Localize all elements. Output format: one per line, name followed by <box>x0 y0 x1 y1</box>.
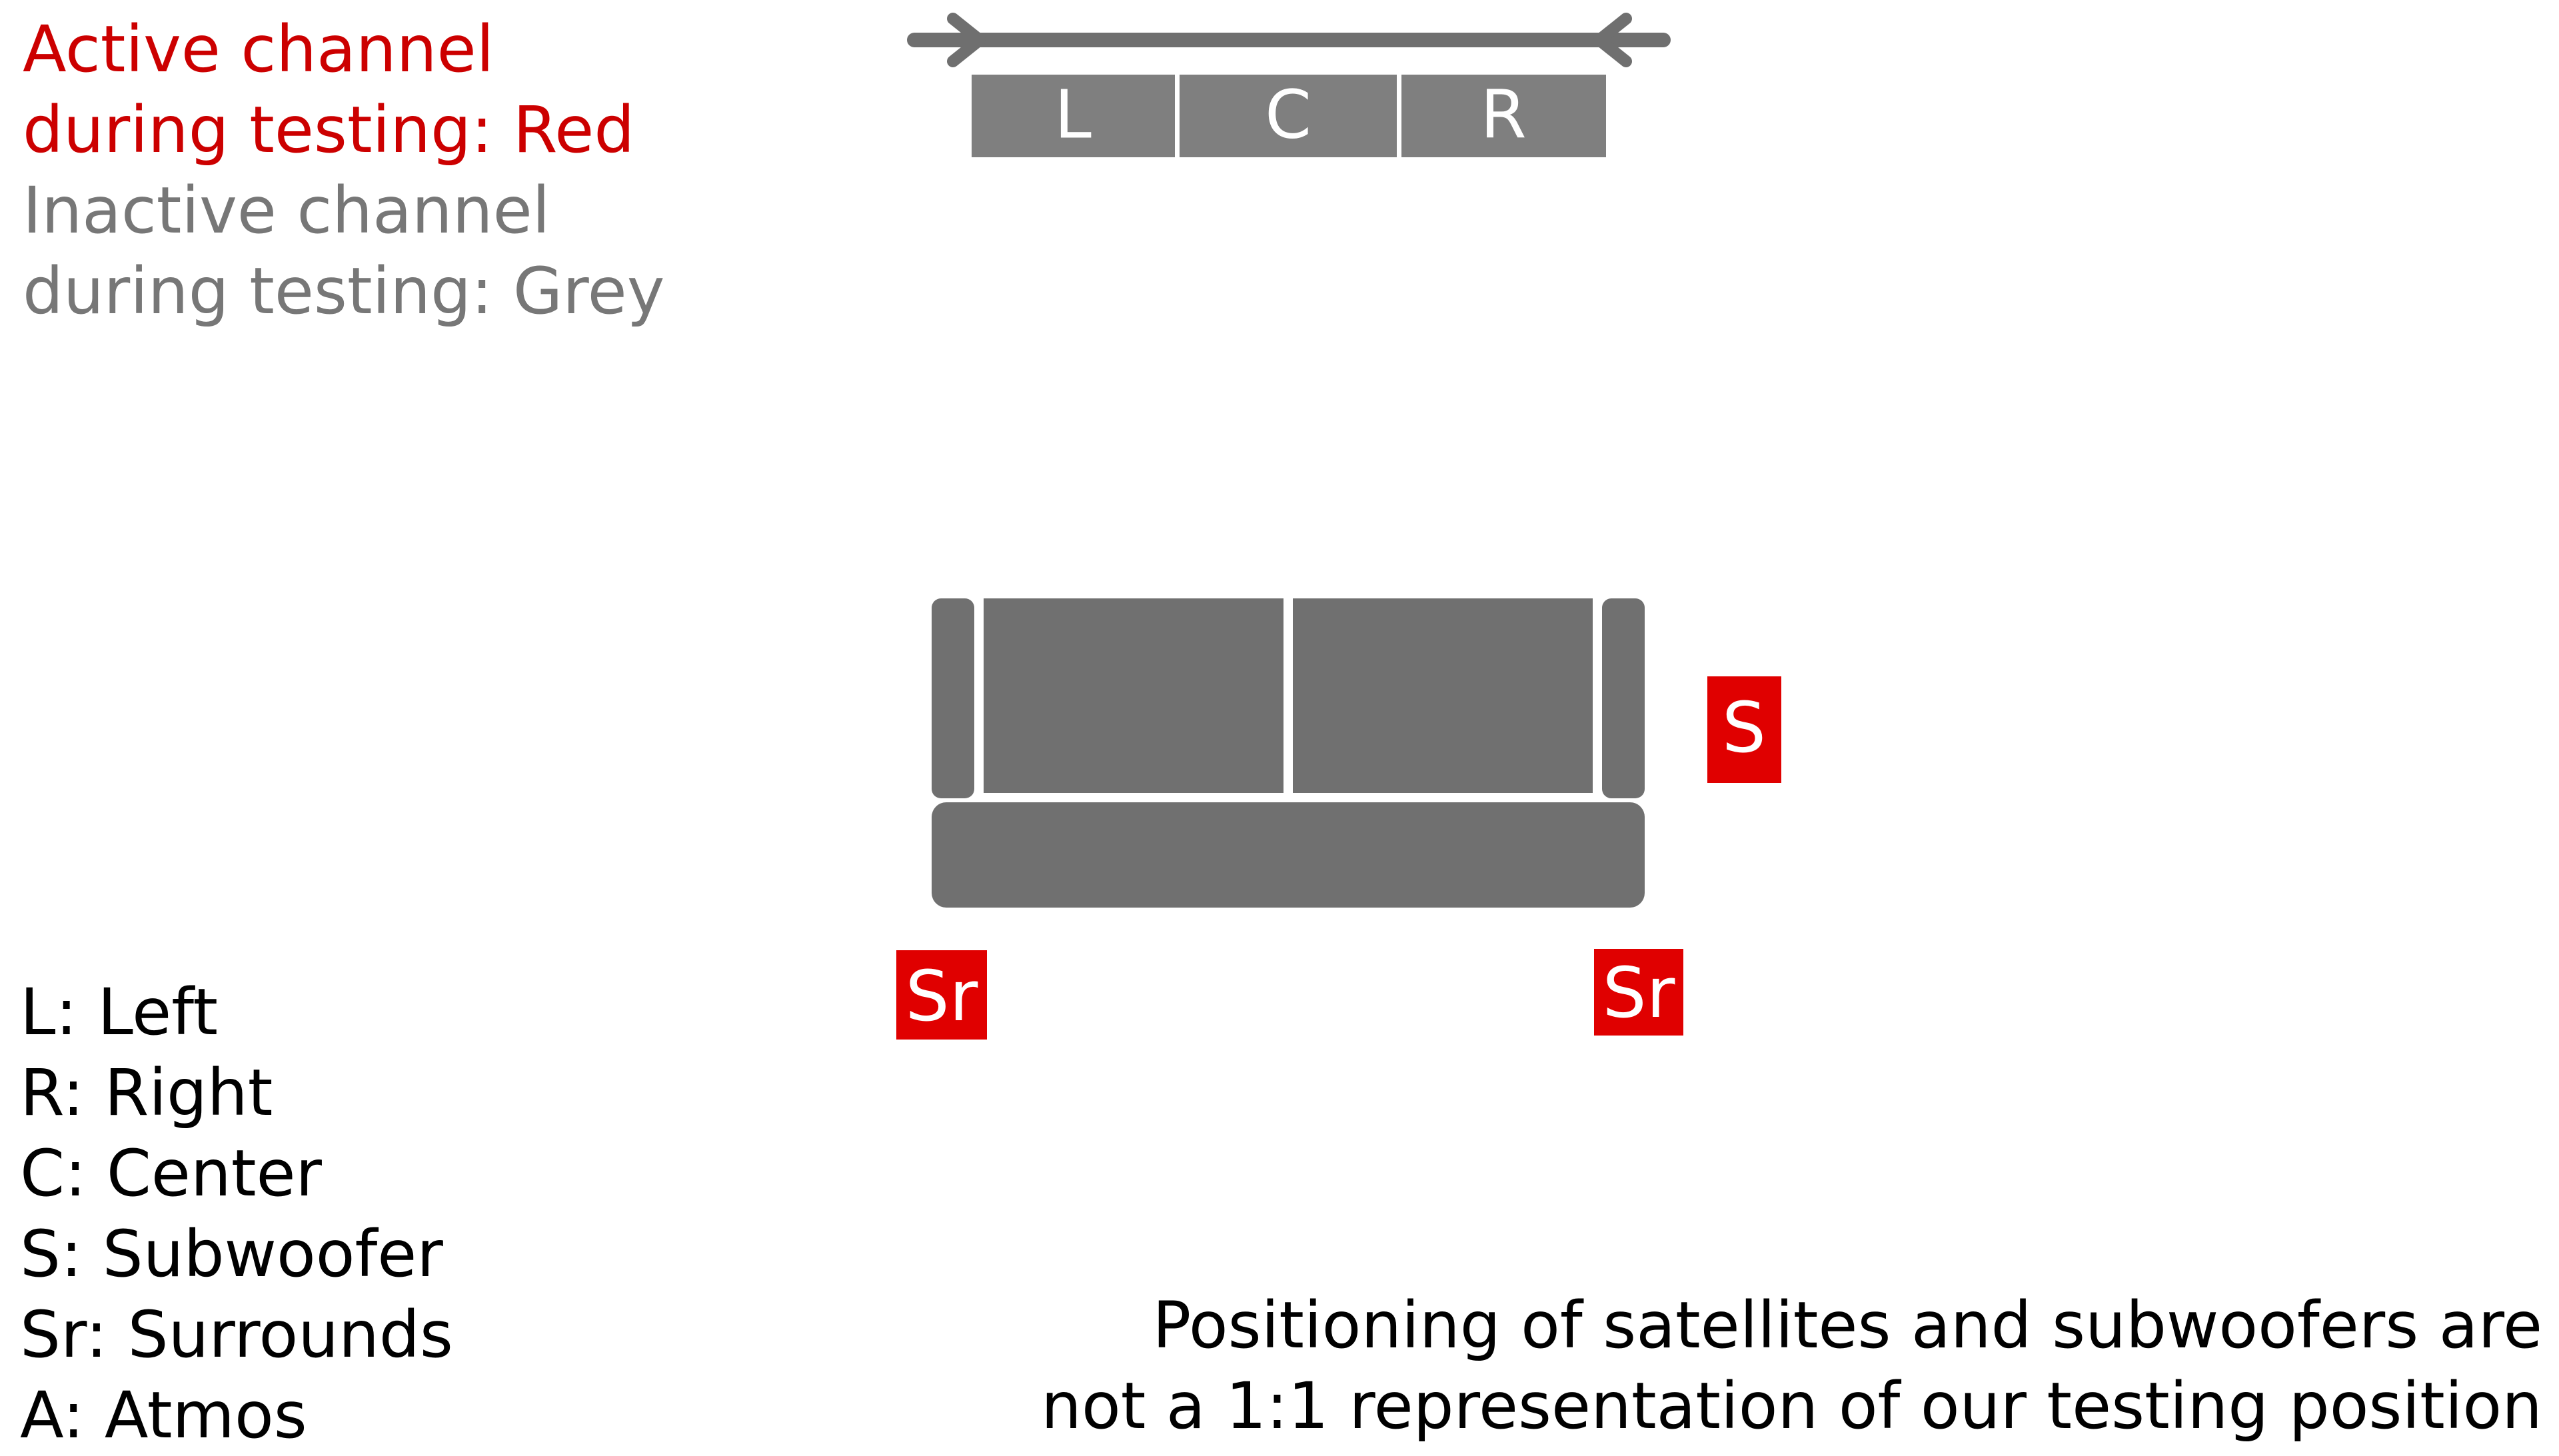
legend-item-subwoofer: S: Subwoofer <box>20 1217 443 1291</box>
soundbar: L C R <box>972 75 1606 157</box>
couch-seat <box>932 802 1645 908</box>
legend-item-center: C: Center <box>20 1136 322 1211</box>
abbreviation-legend: L: Left R: Right C: Center S: Subwoofer … <box>20 972 453 1456</box>
legend-item-surrounds: Sr: Surrounds <box>20 1297 453 1372</box>
soundbar-label-center: C <box>1265 76 1311 154</box>
surround-right-speaker: Sr <box>1594 949 1683 1036</box>
subwoofer-label: S <box>1722 687 1766 768</box>
positioning-disclaimer: Positioning of satellites and subwoofers… <box>943 1285 2542 1447</box>
couch-back-cushion-left <box>984 598 1283 793</box>
legend-item-atmos: A: Atmos <box>20 1378 307 1453</box>
surround-left-label: Sr <box>906 956 978 1037</box>
surround-left-speaker: Sr <box>896 950 987 1040</box>
disclaimer-line-2: not a 1:1 representation of our testing … <box>1041 1369 2542 1443</box>
legend-item-left: L: Left <box>20 975 218 1050</box>
surround-right-box <box>1594 949 1683 1036</box>
surround-left-box <box>896 950 987 1040</box>
inactive-channel-line-2: during testing: Grey <box>23 254 665 329</box>
disclaimer-line-1: Positioning of satellites and subwoofers… <box>1152 1288 2542 1363</box>
tv-width-indicator <box>907 13 1671 67</box>
soundbar-label-left: L <box>1054 76 1092 154</box>
channel-status-legend: Active channel during testing: Red Inact… <box>23 9 665 332</box>
couch <box>932 598 1645 908</box>
soundbar-segment-left <box>972 75 1175 157</box>
active-channel-line-2: during testing: Red <box>23 93 635 167</box>
right-arrow-head <box>1593 13 1632 67</box>
couch-back-cushion-right <box>1293 598 1593 793</box>
soundbar-segment-center <box>1180 75 1397 157</box>
subwoofer-speaker: S <box>1707 676 1781 783</box>
soundbar-label-right: R <box>1480 76 1526 154</box>
active-channel-line-1: Active channel <box>23 12 494 87</box>
left-arrow-head <box>947 13 986 67</box>
couch-left-arm <box>932 598 974 798</box>
surround-right-label: Sr <box>1603 952 1675 1034</box>
subwoofer-box <box>1707 676 1781 783</box>
couch-right-arm <box>1602 598 1645 798</box>
soundbar-segment-right <box>1401 75 1606 157</box>
inactive-channel-line-1: Inactive channel <box>23 173 550 248</box>
legend-item-right: R: Right <box>20 1056 273 1130</box>
